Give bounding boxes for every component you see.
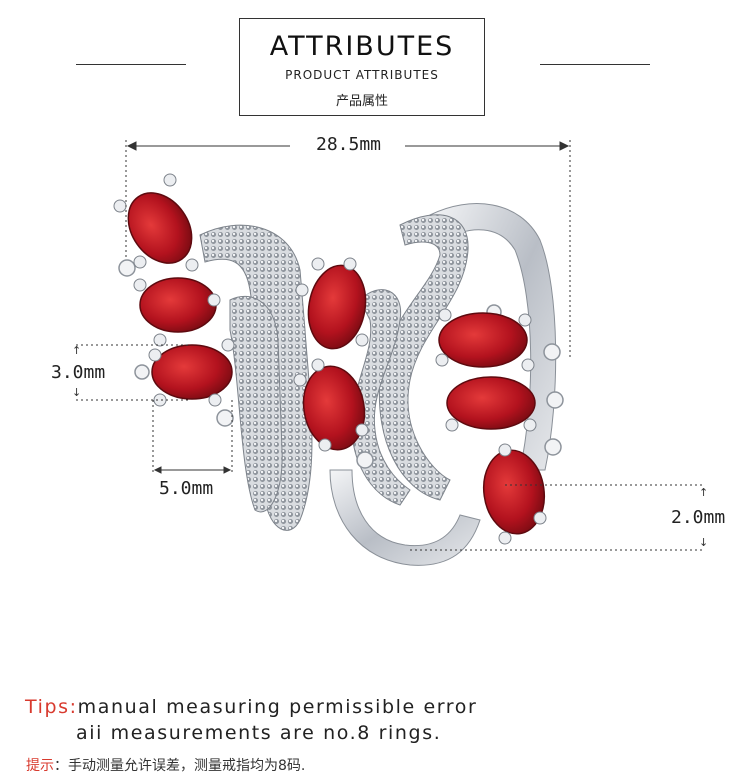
tips-cn-text: ：手动测量允许误差，测量戒指均为8码. bbox=[54, 758, 306, 774]
stone-width-label: 5.0mm bbox=[159, 478, 214, 499]
tips-line-2: aii measurements are no.8 rings. bbox=[76, 722, 442, 744]
tips-block: Tips:manual measuring permissible error … bbox=[25, 694, 477, 746]
stone-height-arrow-up-icon: ↑ bbox=[72, 344, 82, 357]
ring-band bbox=[329, 203, 557, 566]
dimension-lines bbox=[76, 140, 705, 551]
tips-label: Tips: bbox=[25, 696, 78, 718]
band-width-label: 2.0mm bbox=[671, 507, 726, 528]
red-gemstones bbox=[127, 192, 546, 535]
band-width-arrow-down-icon: ↓ bbox=[699, 536, 709, 549]
beaded-bands bbox=[199, 214, 469, 531]
header-rule-left bbox=[76, 64, 186, 65]
header-title: ATTRIBUTES bbox=[269, 31, 455, 62]
tips-cn-label: 提示 bbox=[26, 758, 54, 774]
width-dimension-label: 28.5mm bbox=[312, 134, 386, 155]
prongs bbox=[113, 173, 547, 545]
header-subtitle-cn: 产品属性 bbox=[335, 94, 388, 109]
tips-cn-block: 提示：手动测量允许误差，测量戒指均为8码. bbox=[26, 755, 305, 775]
stone-height-label: 3.0mm bbox=[51, 362, 106, 383]
header-rule-right bbox=[540, 64, 650, 65]
tips-line-1: manual measuring permissible error bbox=[77, 696, 478, 718]
band-width-arrow-up-icon: ↑ bbox=[699, 486, 709, 499]
attributes-header: ATTRIBUTES PRODUCT ATTRIBUTES 产品属性 bbox=[239, 18, 485, 116]
stone-height-arrow-down-icon: ↓ bbox=[72, 386, 82, 399]
header-subtitle: PRODUCT ATTRIBUTES bbox=[285, 68, 439, 82]
